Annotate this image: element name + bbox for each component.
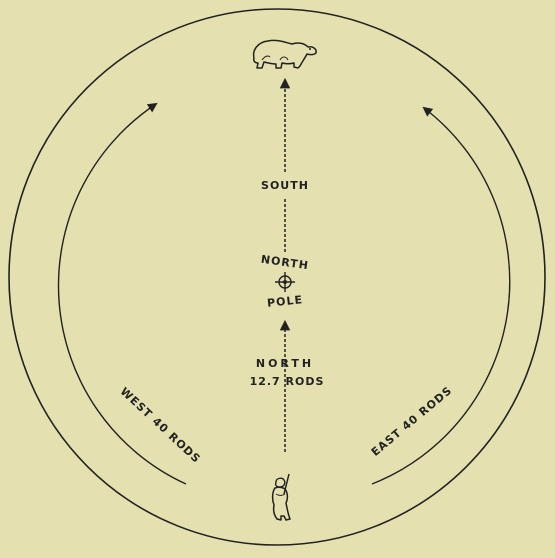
north-pole-label-top: NORTH: [260, 253, 310, 273]
north-direction-label: NORTH: [256, 357, 314, 370]
distance-label: 12.7 RODS: [250, 375, 325, 388]
west-label: WEST 40 RODS: [118, 385, 204, 466]
north-pole-label-bottom: POLE: [267, 293, 304, 310]
east-label: EAST 40 RODS: [369, 384, 455, 459]
polar-bear-icon: [254, 40, 317, 68]
south-label: SOUTH: [261, 179, 309, 192]
outer-circle: [9, 9, 545, 545]
hunter-icon: [273, 474, 290, 520]
crosshair-icon: [275, 272, 295, 292]
